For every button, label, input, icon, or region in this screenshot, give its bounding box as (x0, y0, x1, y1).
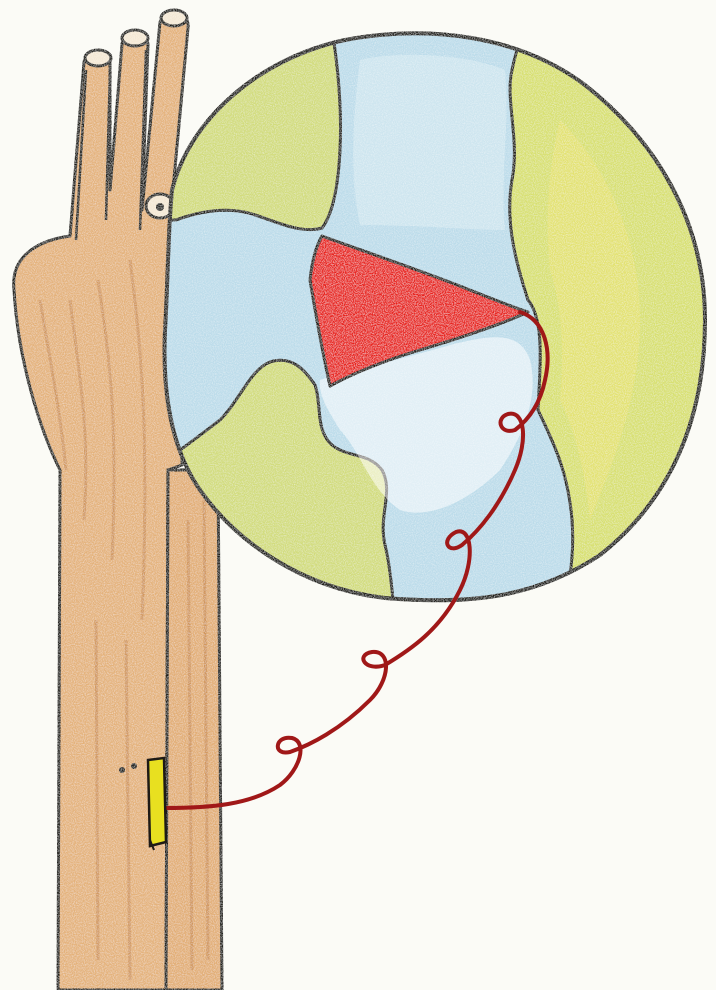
ocean-highlight-2 (353, 55, 506, 230)
finger-tip-1 (85, 50, 111, 66)
forearm-strip (166, 470, 222, 990)
yellow-tag (148, 758, 166, 850)
finger-tip-2 (122, 30, 148, 46)
finger-tip-3 (161, 10, 187, 26)
